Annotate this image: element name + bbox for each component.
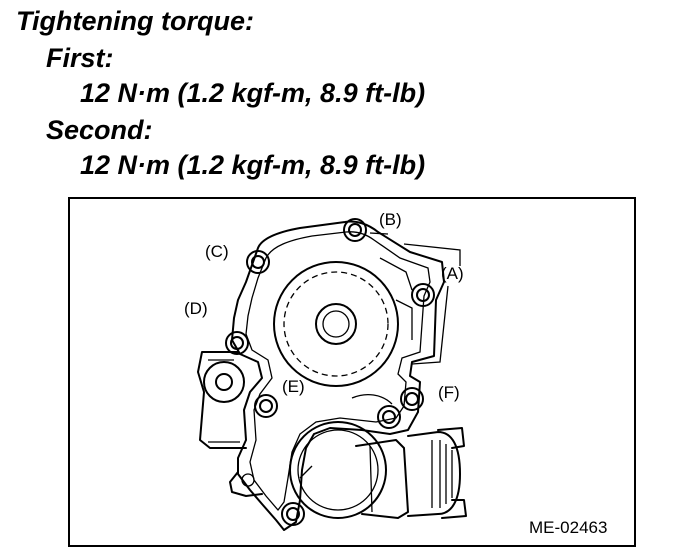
bolt-b [343, 218, 367, 242]
bolt-f [400, 387, 424, 411]
bolt-a [411, 283, 435, 307]
figure-frame [68, 197, 636, 547]
label-f: (F) [438, 383, 460, 402]
first-label: First: [46, 43, 114, 73]
bolt-d [225, 331, 249, 355]
bolt-c [246, 250, 270, 274]
label-b: (B) [379, 210, 402, 229]
figure-code: ME-02463 [529, 518, 607, 537]
second-label: Second: [46, 115, 153, 145]
label-e: (E) [282, 377, 305, 396]
label-d: (D) [184, 299, 208, 318]
label-c: (C) [205, 242, 229, 261]
label-a: (A) [441, 264, 464, 283]
water-pump-housing [197, 220, 467, 531]
first-torque-value: 12 N·m (1.2 kgf-m, 8.9 ft-lb) [80, 78, 426, 108]
second-torque-value: 12 N·m (1.2 kgf-m, 8.9 ft-lb) [80, 150, 426, 180]
torque-title: Tightening torque: [16, 6, 254, 36]
bolt-lower-center [377, 405, 401, 429]
bolt-lower-left [281, 502, 305, 526]
leader-lines [369, 232, 461, 365]
water-pump-bolt-diagram: (A) (B) (C) (D) (E) (F) ME-02463 [68, 197, 636, 547]
bolt-e [254, 394, 278, 418]
